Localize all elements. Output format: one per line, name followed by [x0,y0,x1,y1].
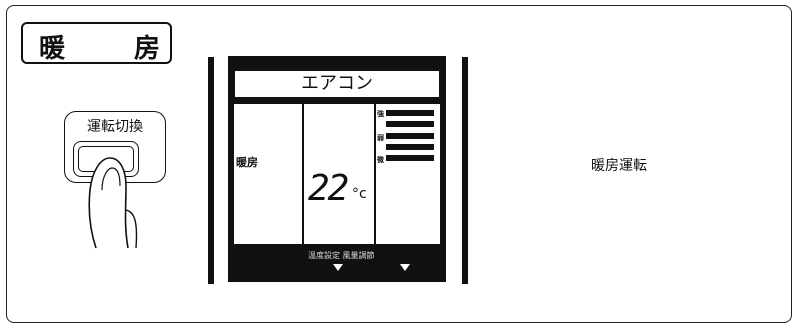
fan-level-bar [386,144,434,150]
fan-level-label: 微 [377,156,384,164]
outer-frame [6,5,792,323]
down-arrow-icon [400,264,410,271]
down-arrow-icon [333,264,343,271]
lcd-divider [374,104,376,244]
fan-level-label: 強 [377,110,384,118]
lcd-temperature: 22 [308,168,349,209]
lcd-header: エアコン [234,70,440,98]
remote-bezel-left [208,57,214,284]
fan-level-bar [386,121,434,127]
fan-level-bar [386,133,434,139]
fan-level-bar [386,110,434,116]
switch-label: 運転切換 [87,119,143,135]
finger-icon [88,157,138,249]
lcd-body: 暖房 22 °c 強 弱 微 [234,104,440,244]
remote-bezel-right [462,57,468,284]
fan-level-label: 弱 [377,134,384,142]
lcd-footer-text: 温度設定 風量調節 [308,251,375,260]
mode-title-box: 暖 房 [21,22,172,64]
fan-level-bar [386,155,434,161]
lcd-temperature-unit: °c [352,186,367,202]
mode-title-char-2: 房 [134,34,161,64]
lcd-display: エアコン 暖房 22 °c 強 弱 微 温度設定 風量調節 [228,56,446,282]
lcd-mode-text: 暖房 [236,156,258,169]
status-text: 暖房運転 [591,158,647,174]
lcd-divider [302,104,304,244]
mode-title-char-1: 暖 [39,34,66,64]
